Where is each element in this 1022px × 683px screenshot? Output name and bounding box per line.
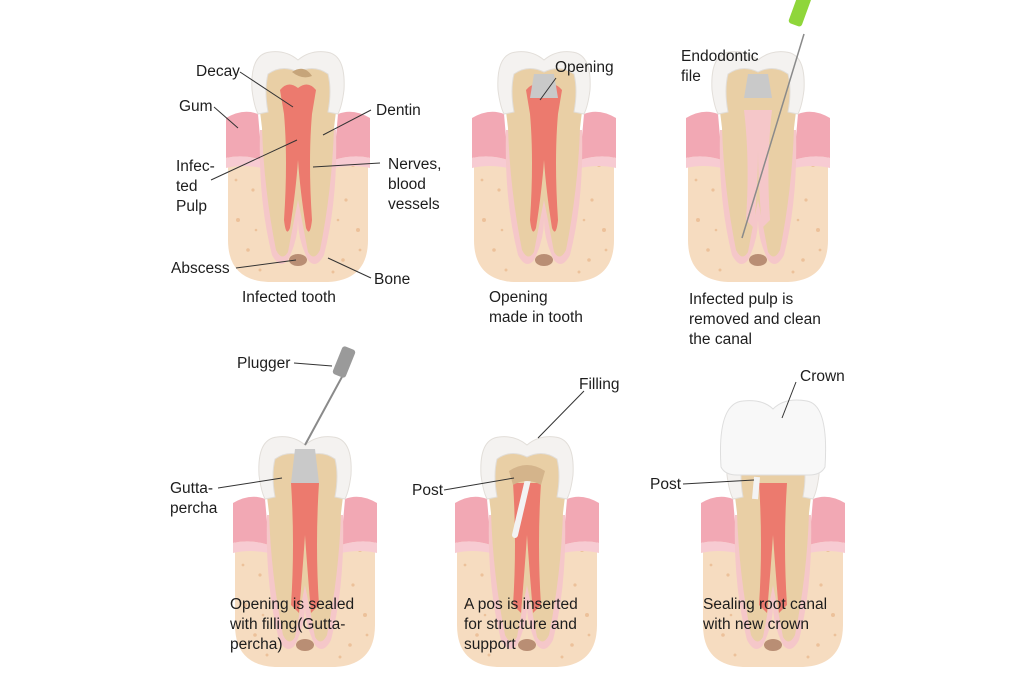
- caption-cleaning-line-1: Infected pulp is: [689, 291, 794, 308]
- caption-infected: Infected tooth: [242, 288, 336, 308]
- cleaning-tooth-illustration: [685, 0, 831, 283]
- leader-lines: [210, 71, 797, 491]
- gum-label: Gum: [179, 98, 213, 115]
- infected-pulp-line-2: ted: [176, 178, 198, 195]
- post-tooth-illustration: [454, 436, 600, 668]
- caption-opening-line-2: made in tooth: [489, 309, 583, 326]
- caption-crown-line-2: with new crown: [703, 616, 809, 633]
- caption-post-line-3: support: [464, 636, 516, 653]
- caption-sealing-line-1: Opening is sealed: [230, 596, 355, 613]
- caption-crown: Sealing root canal with new crown: [703, 595, 827, 635]
- nerves-line-1: Nerves,: [388, 156, 442, 173]
- bone-label: Bone: [374, 271, 411, 288]
- caption-cleaning: Infected pulp is removed and clean the c…: [689, 290, 821, 350]
- caption-sealing-line-3: percha): [230, 636, 283, 653]
- caption-post-line-2: for structure and: [464, 616, 577, 633]
- gutta-percha-line-2: percha: [170, 500, 218, 517]
- gutta-percha-line-1: Gutta-: [170, 480, 214, 497]
- dentin-label: Dentin: [376, 102, 421, 119]
- caption-opening: Opening made in tooth: [489, 288, 583, 328]
- crown-tooth-illustration: [700, 399, 846, 668]
- endodontic-file-label: Endodontic file: [681, 47, 759, 87]
- plugger-label: Plugger: [237, 355, 291, 372]
- nerves-line-2: blood: [388, 176, 426, 193]
- post-label-panel5: Post: [412, 482, 444, 499]
- post-label-panel6: Post: [650, 476, 682, 493]
- gutta-percha-label: Gutta- percha: [170, 479, 217, 519]
- caption-post: A pos is inserted for structure and supp…: [464, 595, 578, 655]
- infected-pulp-line-3: Pulp: [176, 198, 208, 215]
- infected-pulp-label: Infec- ted Pulp: [176, 157, 215, 217]
- endodontic-file-line-1: Endodontic: [681, 48, 759, 65]
- opening-label: Opening: [555, 59, 614, 76]
- caption-sealing-line-2: with filling(Gutta-: [230, 616, 346, 633]
- crown-label: Crown: [800, 368, 845, 385]
- caption-sealing: Opening is sealed with filling(Gutta- pe…: [230, 595, 354, 655]
- filling-label: Filling: [579, 376, 620, 393]
- caption-cleaning-line-3: the canal: [689, 331, 752, 348]
- opening-tooth-illustration: [471, 51, 617, 283]
- nerves-line-3: vessels: [388, 196, 440, 213]
- caption-crown-line-1: Sealing root canal: [703, 596, 828, 613]
- infected-tooth-illustration: [225, 51, 371, 283]
- decay-label: Decay: [196, 63, 240, 80]
- nerves-label: Nerves, blood vessels: [388, 155, 441, 215]
- caption-cleaning-line-2: removed and clean: [689, 311, 821, 328]
- endodontic-file-line-2: file: [681, 68, 701, 85]
- sealing-tooth-illustration: [232, 346, 378, 668]
- caption-infected-line-1: Infected tooth: [242, 289, 336, 306]
- caption-post-line-1: A pos is inserted: [464, 596, 578, 613]
- caption-opening-line-1: Opening: [489, 289, 548, 306]
- infected-pulp-line-1: Infec-: [176, 158, 215, 175]
- abscess-label: Abscess: [171, 260, 230, 277]
